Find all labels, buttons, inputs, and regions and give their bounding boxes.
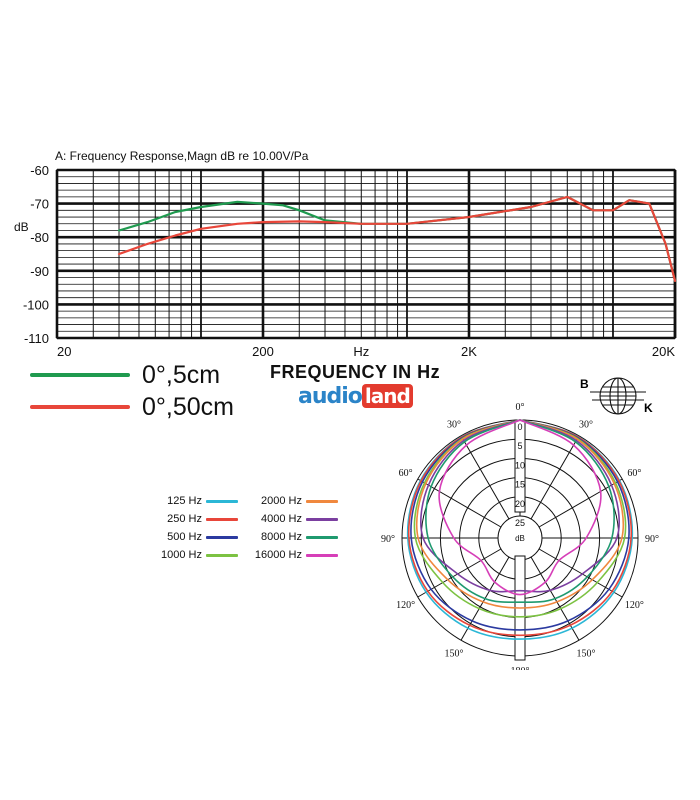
angle-label: 90° [381, 534, 395, 545]
key-item-4000hz: 4000 Hz [250, 513, 338, 525]
y-tick-label: -90 [30, 264, 49, 279]
watermark-word-2: land [361, 384, 413, 408]
x-axis-title: FREQUENCY IN Hz [270, 362, 441, 382]
polar-curve-3 [413, 419, 627, 618]
polar-curve-6 [425, 419, 615, 604]
angle-label: 90° [645, 534, 659, 545]
key-item-1000hz: 1000 Hz [150, 549, 238, 561]
y-tick-label: -100 [23, 297, 49, 312]
angle-label: 120° [396, 600, 415, 611]
brand-logo-icon: B K [580, 377, 653, 415]
polar-labels: 0 5 10 15 20 25 dB 0° 30° 60° 90° 120° 150° 180° 150° 1… [381, 402, 659, 670]
x-tick-label: 200 [252, 344, 274, 359]
chart-title: A: Frequency Response,Magn dB re 10.00V/… [55, 149, 309, 163]
polar-curve-2 [410, 419, 630, 631]
key-item-16000hz: 16000 Hz [250, 549, 338, 561]
legend-label: 0°,50cm [142, 392, 234, 421]
y-tick-label: -70 [30, 197, 49, 212]
angle-label: 60° [399, 468, 413, 479]
series-line-1 [117, 195, 677, 282]
watermark-word: audio [298, 384, 363, 409]
radial-label: 10 [515, 460, 525, 470]
radial-label: 25 [515, 518, 525, 528]
radial-label: 20 [515, 499, 525, 509]
polar-curve-7 [438, 419, 602, 596]
y-tick-label: -80 [30, 230, 49, 245]
y-axis-label: dB [14, 220, 29, 234]
angle-label: 0° [516, 402, 525, 413]
radial-label: 0 [517, 422, 522, 432]
x-tick-label: Hz [353, 344, 369, 359]
key-item-250hz: 250 Hz [150, 513, 238, 525]
legend-label: 0°,5cm [142, 360, 221, 389]
polar-spoke [460, 435, 510, 520]
frequency-legend: 0°,5cm 0°,50cm [30, 358, 490, 428]
polar-series [406, 419, 634, 640]
polar-pattern-chart: 0 5 10 15 20 25 dB 0° 30° 60° 90° 120° 150° 180° 150° 1… [381, 402, 659, 670]
logo-letter-k: K [644, 401, 653, 415]
angle-label: 30° [579, 420, 593, 431]
frequency-response-chart: A: Frequency Response,Magn dB re 10.00V/… [14, 149, 677, 359]
legend-swatch-red [30, 405, 130, 409]
radial-unit-label: dB [515, 534, 525, 543]
key-item-8000hz: 8000 Hz [250, 531, 338, 543]
polar-curve-1 [407, 419, 633, 637]
angle-label: 180° [511, 666, 530, 670]
grid [55, 168, 677, 340]
angle-label: 60° [627, 468, 641, 479]
x-tick-label: 20K [652, 344, 675, 359]
globe-icon [590, 377, 646, 415]
key-item-500hz: 500 Hz [150, 531, 238, 543]
logo-letter-b: B [580, 377, 589, 391]
radial-label: 5 [517, 441, 522, 451]
y-tick-labels: -60 -70 -80 -90 -100 -110 [23, 163, 49, 346]
legend-item-series-1: 0°,50cm [30, 390, 234, 424]
plot-frame [56, 169, 676, 339]
polar-curve-4 [415, 419, 625, 609]
angle-label: 120° [625, 600, 644, 611]
angle-label: 30° [447, 420, 461, 431]
y-tick-label: -60 [30, 163, 49, 178]
key-item-125hz: 125 Hz [150, 495, 238, 507]
x-tick-labels: 20 200 Hz 2K 20K [57, 344, 675, 359]
series-lines [117, 195, 677, 282]
polar-curve-5 [420, 419, 620, 593]
x-tick-label: 2K [461, 344, 477, 359]
radial-label: 15 [515, 480, 525, 490]
angle-label: 150° [577, 648, 596, 659]
polar-spoke [530, 435, 580, 520]
polar-frequency-key: 125 Hz 250 Hz 500 Hz 1000 Hz 2000 Hz 400… [150, 495, 350, 575]
y-tick-label: -110 [24, 331, 49, 346]
legend-swatch-green [30, 373, 130, 377]
angle-label: 150° [445, 648, 464, 659]
x-tick-label: 20 [57, 344, 71, 359]
legend-item-series-0: 0°,5cm [30, 358, 220, 392]
key-item-2000hz: 2000 Hz [250, 495, 338, 507]
